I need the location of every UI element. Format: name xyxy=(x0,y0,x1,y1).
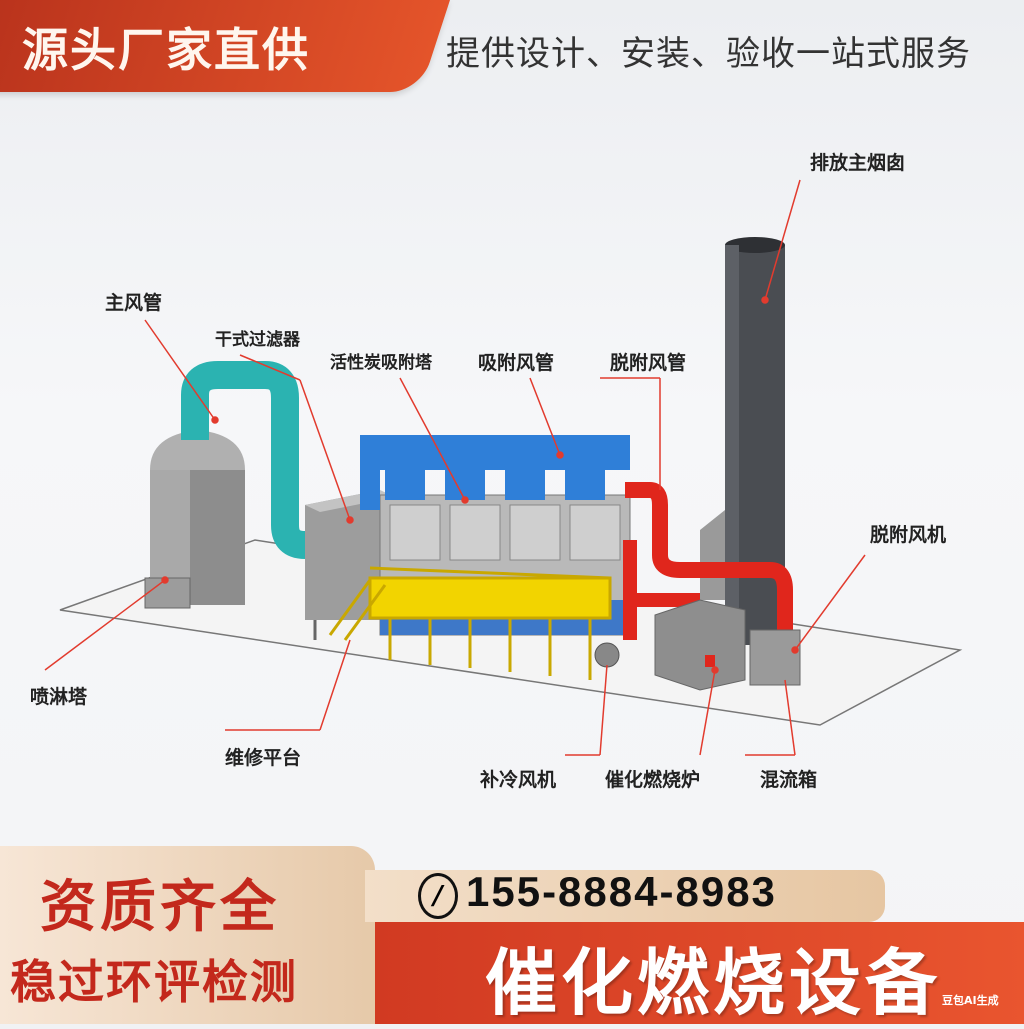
badge-line2: 稳过环评检测 xyxy=(10,955,298,1009)
chimney xyxy=(700,237,785,645)
label-desorption-duct: 脱附风管 xyxy=(610,352,687,374)
phone-number[interactable]: 155-8884-8983 xyxy=(466,868,777,915)
leader-lines xyxy=(44,179,866,756)
header-title: 源头厂家直供 xyxy=(22,23,310,77)
adsorption-duct xyxy=(360,435,630,510)
main-duct xyxy=(181,361,306,559)
spray-tower xyxy=(144,430,245,609)
badge-line1: 资质齐全 xyxy=(40,875,280,940)
label-spray-tower: 喷淋塔 xyxy=(30,686,88,708)
cooling-fan xyxy=(594,642,620,668)
label-mixing-box: 混流箱 xyxy=(760,769,818,791)
product-banner xyxy=(375,922,1024,1024)
label-platform: 维修平台 xyxy=(225,747,302,769)
catalytic-furnace xyxy=(654,599,746,691)
label-dry-filter: 干式过滤器 xyxy=(215,330,300,350)
label-catalytic-furnace: 催化燃烧炉 xyxy=(605,769,701,791)
header-subtitle: 提供设计、安装、验收一站式服务 xyxy=(446,34,971,74)
label-adsorption-duct: 吸附风管 xyxy=(478,352,555,374)
product-title: 催化燃烧设备 xyxy=(485,941,942,1025)
maintenance-platform xyxy=(328,566,612,680)
label-cooling-fan: 补冷风机 xyxy=(480,769,557,791)
label-main-duct: 主风管 xyxy=(105,292,163,314)
label-desorption-fan: 脱附风机 xyxy=(870,524,947,546)
watermark: 豆包AI生成 xyxy=(942,994,999,1007)
desorption-duct xyxy=(625,482,793,640)
mixing-box xyxy=(749,629,801,686)
label-carbon-tower: 活性炭吸附塔 xyxy=(330,353,432,373)
label-chimney: 排放主烟囱 xyxy=(810,152,906,174)
phone-icon: / xyxy=(418,873,458,919)
qualification-panel xyxy=(0,846,375,1024)
